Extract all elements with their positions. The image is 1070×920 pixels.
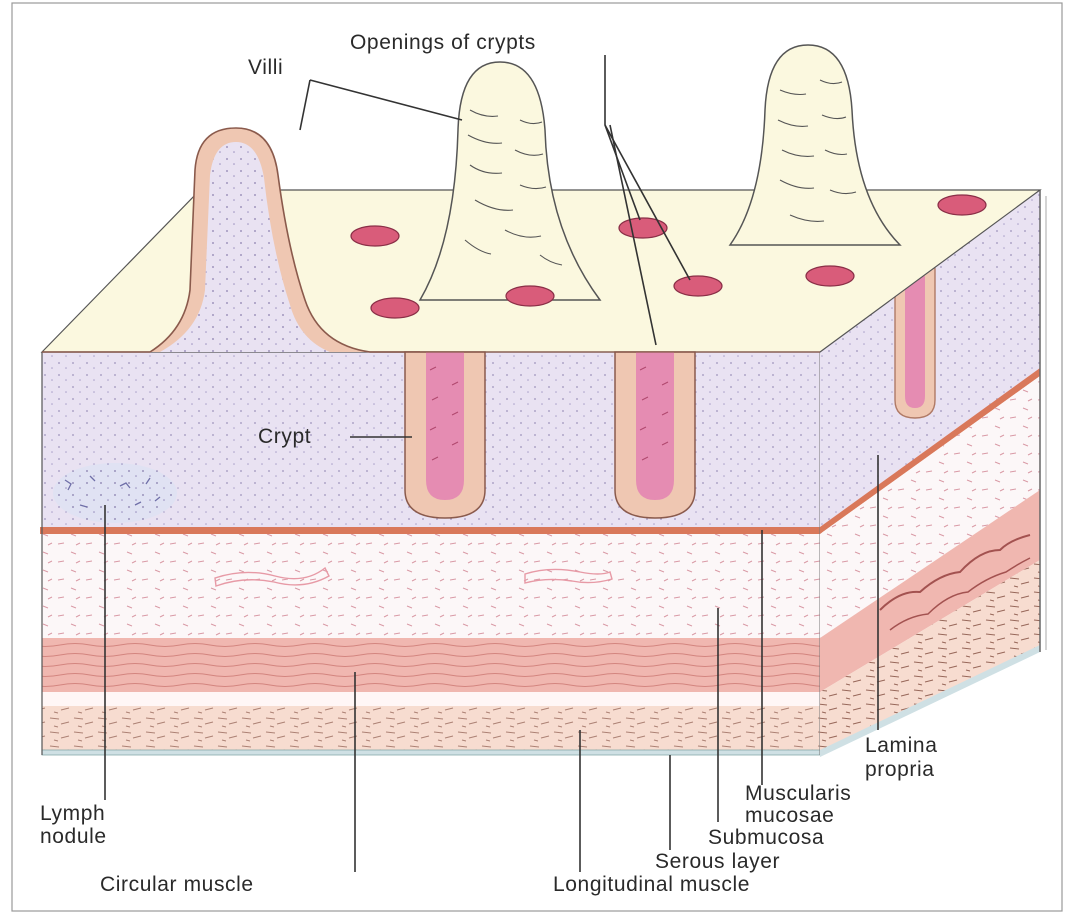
serous-layer-band (42, 750, 820, 755)
crypt-opening (619, 218, 667, 238)
label-serous-layer: Serous layer (655, 850, 780, 873)
crypt-opening (674, 276, 722, 296)
crypt (615, 352, 695, 518)
label-submucosa: Submucosa (708, 826, 824, 849)
crypt-opening (938, 195, 986, 215)
crypt-opening (371, 298, 419, 318)
label-villi: Villi (248, 56, 283, 79)
label-muscularis-mucosae-2: mucosae (745, 804, 834, 827)
villus (420, 62, 600, 300)
crypt-opening (806, 266, 854, 286)
lymph-nodule (53, 463, 177, 523)
villus (730, 45, 900, 245)
label-longitudinal-muscle: Longitudinal muscle (553, 873, 750, 896)
label-muscularis-mucosae: Muscularis (745, 782, 851, 805)
crypt (405, 352, 485, 518)
label-openings-of-crypts: Openings of crypts (350, 31, 536, 54)
label-lamina-propria: Lamina (865, 734, 937, 757)
label-lymph-nodule-2: nodule (40, 825, 107, 848)
crypt-opening (506, 286, 554, 306)
label-lamina-propria-2: propria (865, 758, 935, 781)
label-lymph-nodule: Lymph (40, 802, 105, 825)
muscularis-mucosae-band (40, 527, 822, 534)
label-circular-muscle: Circular muscle (100, 873, 254, 896)
label-crypt: Crypt (258, 425, 311, 448)
crypt-opening (351, 226, 399, 246)
